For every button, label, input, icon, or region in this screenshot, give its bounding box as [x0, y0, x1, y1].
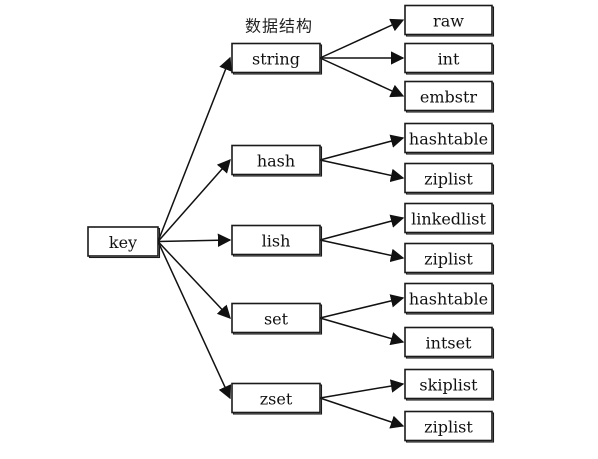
nodes-layer: key string raw int embstr hash hashtable ziplis…: [87, 4, 495, 443]
node-key-label: key: [109, 233, 137, 252]
edge-key-to-hash: [157, 158, 231, 242]
node-type-hash-frame: [231, 144, 321, 176]
edge-set-to-hashtable: [319, 294, 405, 319]
edge-hash-to-ziplist-line: [319, 159, 405, 183]
edge-key-to-zset-line: [157, 241, 232, 400]
node-encoding-lish-ziplist-label: ziplist: [424, 250, 473, 269]
node-encoding-string-raw-label: raw: [433, 12, 464, 31]
edges-layer: [157, 18, 405, 429]
edge-zset-to-ziplist: [319, 397, 405, 429]
node-type-lish-frame: [231, 224, 321, 256]
node-encoding-hash-ziplist: ziplist: [404, 162, 495, 195]
edge-lish-to-linkedlist: [319, 214, 405, 241]
node-type-string: string: [231, 42, 323, 75]
node-type-string-label: string: [252, 50, 300, 69]
edge-set-to-intset: [319, 317, 405, 346]
edge-key-to-lish-line: [157, 233, 232, 248]
edge-string-to-embstr-line: [319, 57, 405, 98]
edge-string-to-raw-line: [319, 18, 405, 59]
node-type-zset-frame: [231, 382, 321, 414]
edge-set-to-intset-line: [319, 317, 405, 346]
edge-key-to-hash-line: [157, 158, 231, 242]
edge-string-to-raw: [319, 18, 405, 59]
node-type-set: set: [231, 302, 323, 335]
edge-lish-to-linkedlist-line: [319, 214, 405, 241]
edge-zset-to-skiplist-line: [319, 379, 405, 399]
edge-hash-to-hashtable-line: [319, 134, 405, 161]
node-key-frame: [87, 226, 159, 257]
edge-hash-to-ziplist: [319, 159, 405, 183]
edge-zset-to-skiplist: [319, 379, 405, 399]
node-type-set-label: set: [264, 310, 289, 329]
node-encoding-string-int-label: int: [438, 50, 460, 69]
node-encoding-hash-hashtable-frame: [404, 122, 493, 154]
node-encoding-hash-ziplist-label: ziplist: [424, 170, 473, 189]
node-encoding-lish-linkedlist-frame: [404, 202, 493, 234]
node-encoding-zset-skiplist-frame: [404, 368, 493, 400]
node-type-set-frame: [231, 302, 321, 334]
edge-string-to-embstr: [319, 57, 405, 98]
node-type-lish-label: lish: [262, 232, 291, 251]
node-encoding-zset-skiplist: skiplist: [404, 368, 495, 401]
node-type-hash-label: hash: [257, 152, 295, 171]
node-encoding-lish-ziplist: ziplist: [404, 242, 495, 275]
node-encoding-string-int-frame: [404, 42, 493, 74]
edge-key-to-zset: [157, 241, 232, 400]
edge-key-to-string-line: [157, 56, 232, 242]
node-encoding-string-embstr: embstr: [404, 80, 495, 113]
node-encoding-string-raw: raw: [404, 4, 495, 37]
node-encoding-string-embstr-label: embstr: [420, 88, 478, 107]
edge-key-to-set-line: [157, 240, 231, 319]
node-encoding-set-hashtable-frame: [404, 282, 493, 314]
node-type-lish: lish: [231, 224, 323, 257]
node-type-hash: hash: [231, 144, 323, 177]
node-type-zset: zset: [231, 382, 323, 415]
node-encoding-set-intset: intset: [404, 326, 495, 359]
node-encoding-string-int: int: [404, 42, 495, 75]
edge-hash-to-hashtable: [319, 134, 405, 161]
node-encoding-lish-ziplist-frame: [404, 242, 493, 274]
edge-key-to-set: [157, 240, 231, 319]
edge-key-to-lish: [157, 233, 232, 248]
node-encoding-hash-hashtable: hashtable: [404, 122, 495, 155]
node-encoding-lish-linkedlist-label: linkedlist: [411, 210, 486, 229]
node-type-zset-label: zset: [260, 390, 293, 409]
node-type-string-frame: [231, 42, 321, 74]
node-encoding-set-hashtable: hashtable: [404, 282, 495, 315]
node-encoding-lish-linkedlist: linkedlist: [404, 202, 495, 235]
node-encoding-zset-ziplist: ziplist: [404, 410, 495, 443]
edge-lish-to-ziplist: [319, 239, 405, 263]
node-encoding-set-hashtable-label: hashtable: [409, 290, 488, 309]
edge-zset-to-ziplist-line: [319, 397, 405, 429]
node-encoding-hash-hashtable-label: hashtable: [409, 130, 488, 149]
node-encoding-hash-ziplist-frame: [404, 162, 493, 194]
edge-key-to-string: [157, 56, 232, 242]
node-encoding-zset-ziplist-frame: [404, 410, 493, 442]
node-encoding-string-raw-frame: [404, 4, 493, 36]
node-encoding-zset-ziplist-label: ziplist: [424, 418, 473, 437]
node-encoding-set-intset-label: intset: [426, 334, 473, 353]
edge-lish-to-ziplist-line: [319, 239, 405, 263]
node-encoding-set-intset-frame: [404, 326, 493, 358]
node-encoding-string-embstr-frame: [404, 80, 493, 112]
edge-set-to-hashtable-line: [319, 294, 405, 319]
node-encoding-zset-skiplist-label: skiplist: [419, 376, 478, 395]
diagram-heading: 数据结构: [245, 17, 313, 36]
node-key: key: [87, 226, 161, 259]
